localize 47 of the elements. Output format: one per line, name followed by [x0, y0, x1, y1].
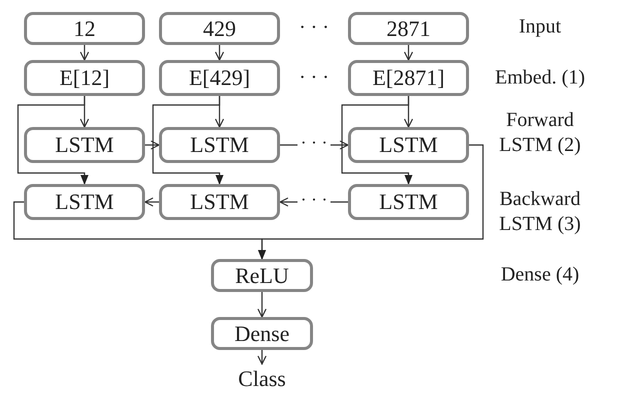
row-label: Dense (4)	[500, 262, 580, 288]
ellipsis: · · ·	[299, 66, 329, 90]
arrow	[17, 96, 88, 185]
box-label: LSTM	[190, 189, 249, 215]
layer-box	[159, 60, 280, 96]
box-label: Dense	[234, 320, 290, 346]
box-label: E[12]	[59, 65, 110, 91]
layer-box	[348, 12, 469, 45]
box-label: 429	[203, 16, 236, 42]
layer-box	[24, 12, 145, 45]
arrow	[258, 144, 484, 260]
box-label: E[429]	[188, 65, 250, 91]
box-label: LSTM	[190, 132, 249, 158]
layer-box	[211, 259, 313, 292]
layer-box	[211, 317, 313, 350]
layer-box	[24, 60, 145, 96]
layer-box	[159, 127, 280, 163]
arrow	[257, 292, 267, 318]
box-label: LSTM	[379, 189, 438, 215]
layer-box	[159, 184, 280, 220]
box-label: ReLU	[235, 262, 289, 288]
row-label: Embed. (1)	[495, 66, 585, 90]
arrow	[257, 350, 267, 365]
arrow	[341, 96, 412, 185]
row-label: Forward LSTM (2)	[498, 108, 582, 158]
layer-box	[348, 184, 469, 220]
row-label: Input	[518, 14, 562, 40]
arrow	[152, 96, 224, 185]
arrow	[145, 140, 160, 150]
ellipsis: · · ·	[299, 16, 329, 40]
arrow	[80, 45, 90, 61]
layer-box	[348, 127, 469, 163]
box-label: 2871	[386, 16, 430, 42]
layer-box	[159, 12, 280, 45]
box-label: E[2871]	[372, 65, 445, 91]
arrow	[144, 197, 159, 207]
row-label: Backward LSTM (3)	[498, 187, 582, 237]
box-label: LSTM	[55, 189, 114, 215]
layer-box	[348, 60, 469, 96]
layer-box	[24, 184, 145, 220]
box-label: LSTM	[379, 132, 438, 158]
output-label: Class	[222, 364, 302, 394]
arrow	[404, 45, 414, 61]
layer-box	[24, 127, 145, 163]
arrow	[214, 45, 224, 61]
box-label: 12	[74, 16, 96, 42]
box-label: LSTM	[55, 132, 114, 158]
